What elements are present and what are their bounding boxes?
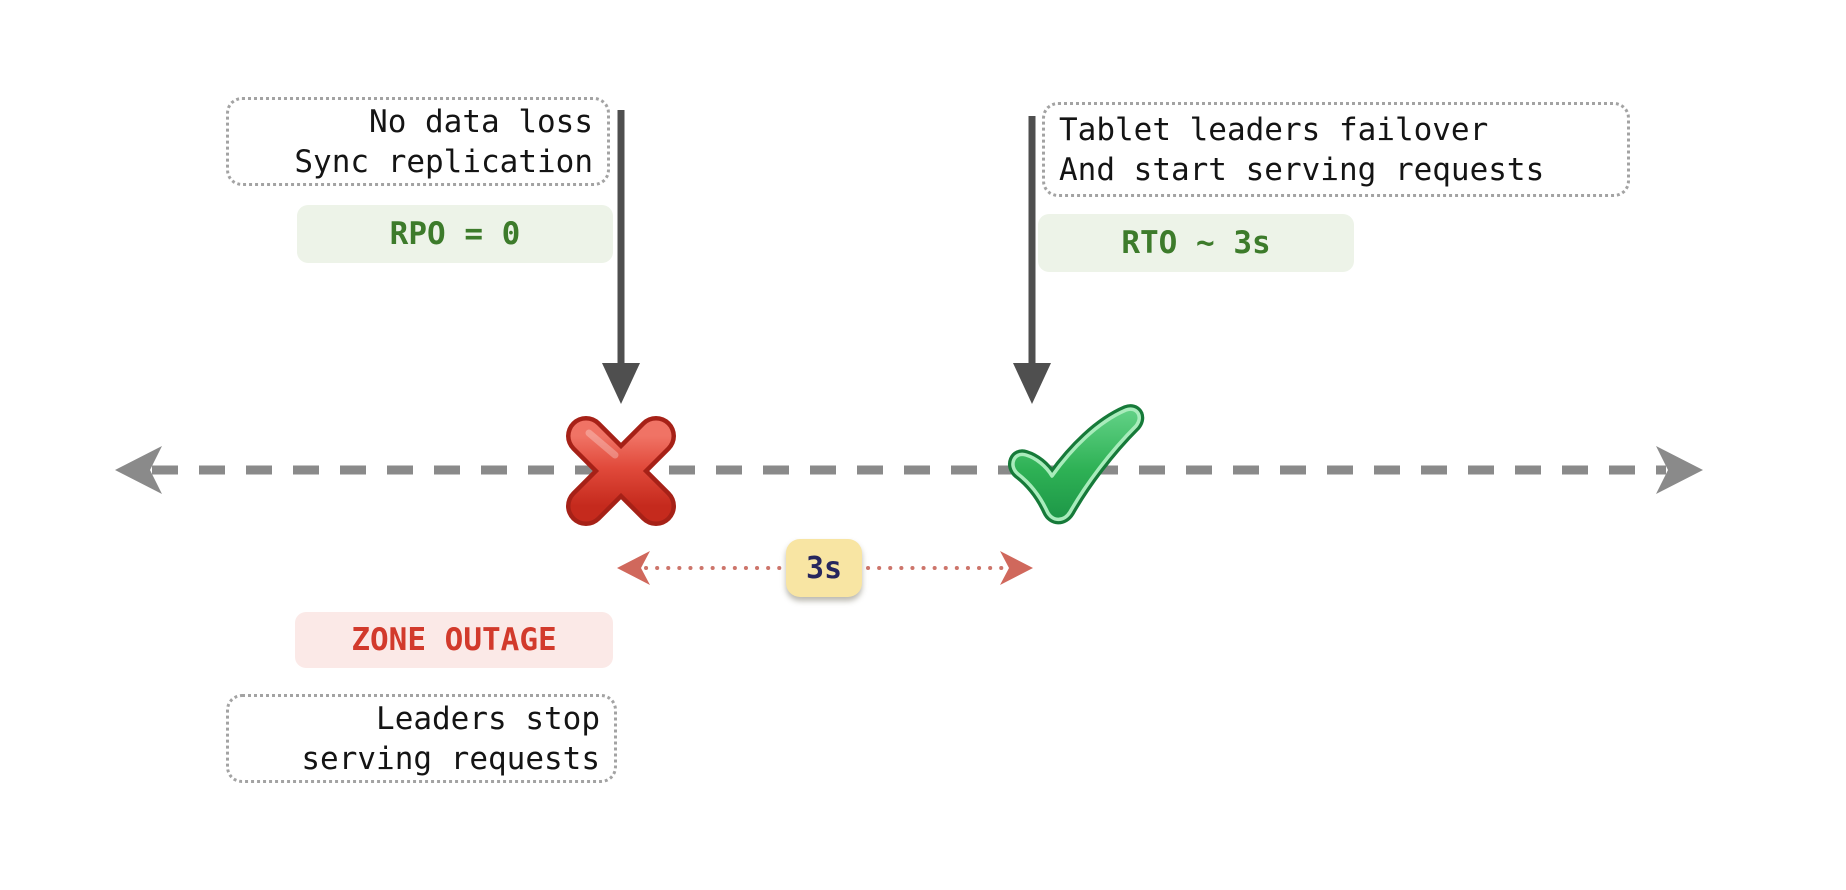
recovery-callout: Tablet leaders failover And start servin… (1042, 102, 1630, 197)
rpo-badge: RPO = 0 (297, 205, 613, 263)
recovery-callout-line2: And start serving requests (1059, 151, 1545, 188)
outage-callout-line1: No data loss (369, 103, 593, 140)
timeline-right-arrowhead-icon (1656, 446, 1703, 494)
cross-mark-icon (566, 416, 676, 526)
zone-outage-badge: ZONE OUTAGE (295, 612, 613, 668)
outage-status-callout: Leaders stop serving requests (226, 694, 617, 783)
timeline-left-arrowhead-icon (115, 446, 162, 494)
rto-badge: RTO ~ 3s (1038, 214, 1354, 272)
interval-right-arrowhead-icon (1000, 551, 1033, 585)
check-mark-shape (1007, 404, 1145, 525)
recovery-callout-line1: Tablet leaders failover (1059, 111, 1489, 148)
check-mark-icon (1007, 404, 1145, 525)
outage-event-arrowhead-icon (602, 363, 640, 404)
recovery-event-arrowhead-icon (1013, 363, 1051, 404)
outage-status-callout-line1: Leaders stop (376, 700, 600, 737)
cross-mark-shape (566, 416, 676, 526)
interval-badge: 3s (786, 539, 862, 597)
outage-callout: No data loss Sync replication (226, 97, 610, 186)
outage-callout-line2: Sync replication (294, 143, 593, 180)
interval-left-arrowhead-icon (617, 551, 650, 585)
outage-status-callout-line2: serving requests (301, 740, 600, 777)
